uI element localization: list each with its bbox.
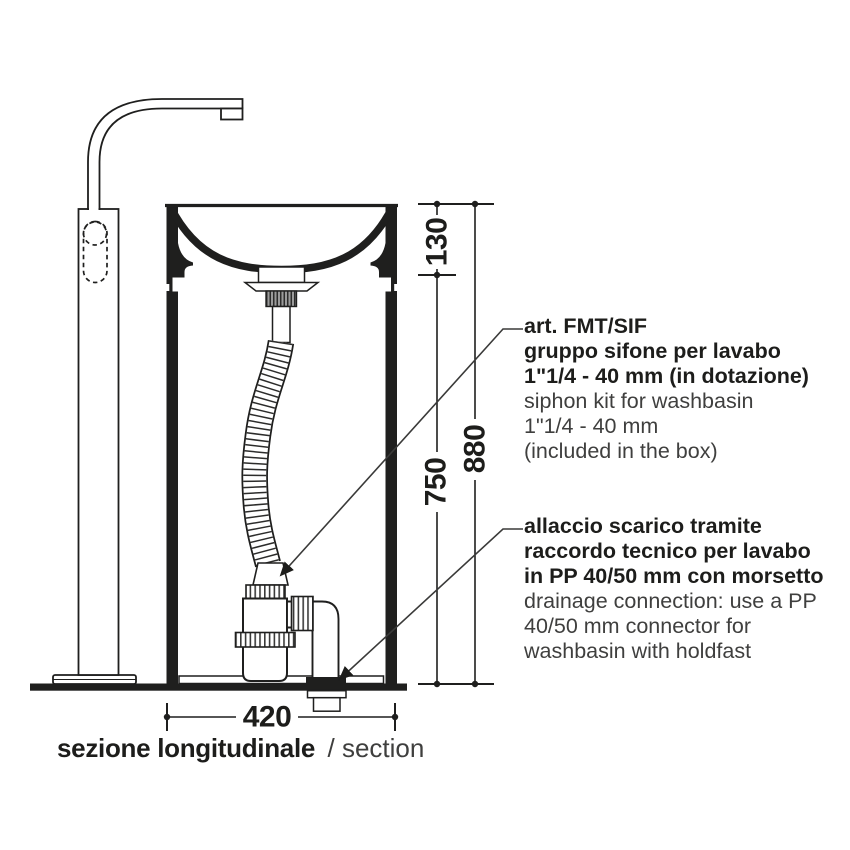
drawing-caption: sezione longitudinale / section [57, 733, 424, 763]
caption-english: / section [328, 733, 425, 763]
dim-label-130: 130 [421, 218, 454, 267]
spout-inner-curve [98, 107, 243, 210]
drain-note-line-3: in PP 40/50 mm con morsetto [524, 564, 824, 588]
dimensions: 130 750 880 420 [163, 200, 494, 734]
left-wall-inner-notch [172, 277, 178, 292]
caption-italian: sezione longitudinale [57, 733, 315, 763]
leader-drain-connection [338, 528, 523, 681]
left-wall-outer-notch [166, 284, 170, 291]
drain-note-line-4: drainage connection: use a PP [524, 589, 817, 613]
siphon-note-line-4: siphon kit for washbasin [524, 389, 753, 413]
mixer-control-dashed-capsule [82, 220, 108, 284]
floor-clamp [306, 677, 346, 684]
bowl-left-foot [178, 243, 193, 278]
dim-dot [433, 271, 441, 279]
drain-knurled-nut [265, 290, 298, 308]
siphon-note-line-3: 1"1/4 - 40 mm (in dotazione) [524, 364, 809, 388]
floor [30, 683, 407, 712]
below-floor-flange [306, 689, 347, 699]
pedestal-left-wall [166, 204, 178, 684]
siphon-note-line-2: gruppo sifone per lavabo [524, 339, 781, 363]
trap-ring-nut [234, 631, 296, 648]
dim-dot [433, 200, 441, 208]
dim-dot [471, 680, 479, 688]
drain-note-line-6: washbasin with holdfast [523, 639, 751, 663]
siphon-note-line-1: art. FMT/SIF [524, 314, 647, 338]
annotation-siphon-kit: art. FMT/SIF gruppo sifone per lavabo 1"… [524, 314, 809, 463]
drain-seat [242, 281, 321, 292]
dim-label-750: 750 [420, 458, 453, 507]
dim-label-880: 880 [459, 425, 492, 474]
basin-bowl-curve [167, 205, 396, 274]
siphon-note-line-5: 1"1/4 - 40 mm [524, 414, 658, 438]
bowl-right-foot [370, 243, 386, 278]
below-floor-stub [312, 696, 341, 712]
siphon-note-line-6: (included in the box) [524, 439, 718, 463]
faucet-column [52, 98, 244, 685]
leader-siphon-kit [279, 328, 523, 577]
drain-tailpipe [271, 305, 291, 344]
leader-lines [279, 328, 523, 681]
annotation-drain-connection: allaccio scarico tramite raccordo tecnic… [523, 514, 824, 663]
spout-outer-curve [87, 98, 244, 210]
hose-cone-connector [251, 562, 290, 586]
dim-dot [471, 200, 479, 208]
right-wall-outer-notch [394, 284, 397, 291]
faucet-column-body [77, 208, 120, 676]
flexible-hose [241, 339, 295, 568]
drain-note-line-2: raccordo tecnico per lavabo [524, 539, 811, 563]
dim-label-420: 420 [243, 701, 292, 734]
floor-line [30, 683, 407, 691]
drain-flange [257, 266, 306, 284]
column-spout-junction [89, 207, 99, 211]
trap-top-nut [245, 584, 286, 600]
drain-note-line-1: allaccio scarico tramite [524, 514, 762, 538]
pedestal-right-wall [385, 204, 397, 684]
right-wall-inner-notch [385, 277, 391, 292]
spout-head [220, 107, 244, 121]
dim-dot [433, 680, 441, 688]
drain-note-line-5: 40/50 mm connector for [524, 614, 751, 638]
siphon-assembly [234, 266, 346, 685]
elbow-side-nut [290, 595, 314, 632]
